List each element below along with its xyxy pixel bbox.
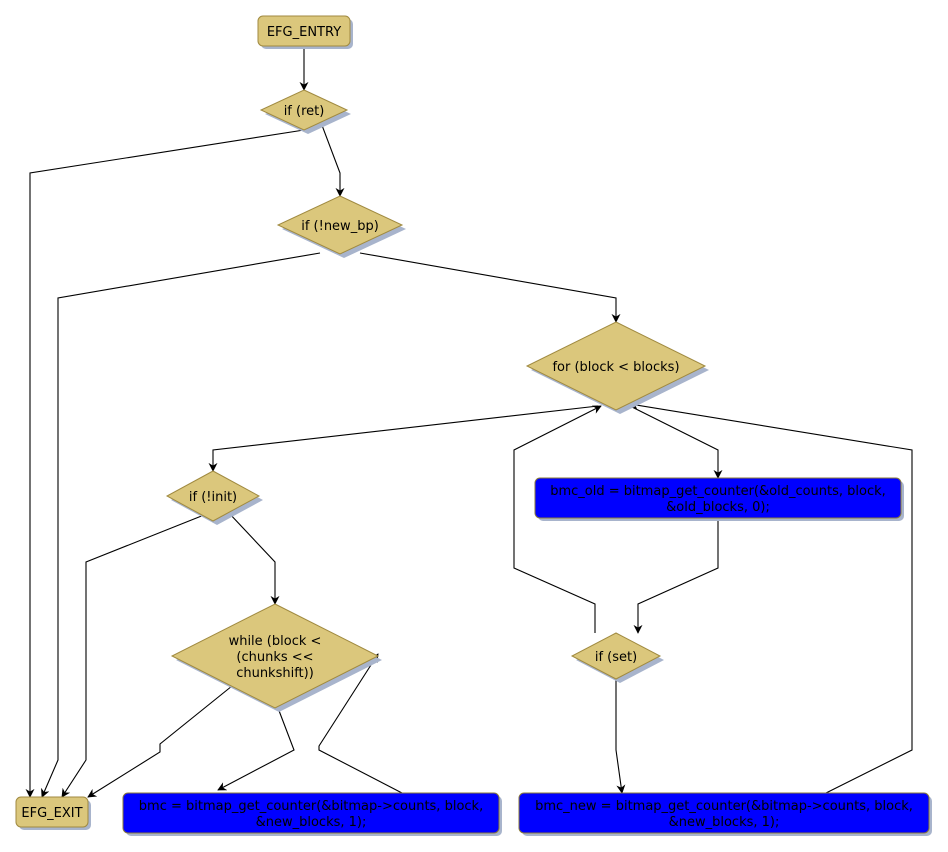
edge-bmc-to-while-block bbox=[318, 653, 403, 794]
node-label: for (block < blocks) bbox=[552, 360, 679, 375]
edge-if-init-to-while-block bbox=[227, 511, 280, 605]
node-label: bmc = bitmap_get_counter(&bitmap->counts… bbox=[139, 799, 483, 814]
node-label: if (set) bbox=[595, 650, 637, 665]
edge-if-set-to-for-block bbox=[513, 405, 602, 633]
node-bmc-old[interactable]: bmc_old = bitmap_get_counter(&old_counts… bbox=[534, 477, 904, 521]
decision-diamond bbox=[570, 632, 662, 680]
decision-diamond bbox=[276, 195, 404, 255]
edge-if-ret-to-exit bbox=[25, 129, 305, 798]
node-exit[interactable]: EFG_EXIT bbox=[15, 796, 91, 830]
edge-bmc-new-to-for-block bbox=[629, 400, 913, 794]
decision-diamond bbox=[170, 603, 380, 709]
edge-for-block-to-bmc-old bbox=[629, 405, 723, 479]
node-if-set[interactable]: if (set) bbox=[570, 632, 664, 683]
node-label: if (ret) bbox=[284, 104, 325, 119]
node-label: &new_blocks, 1); bbox=[256, 815, 367, 830]
edge-if-ret-to-if-new-bp bbox=[319, 119, 345, 197]
statement-box bbox=[122, 792, 500, 834]
edge-if-new-bp-to-exit bbox=[41, 252, 321, 798]
node-label: &old_blocks, 0); bbox=[666, 500, 770, 515]
node-for-block[interactable]: for (block < blocks) bbox=[525, 321, 709, 414]
node-label: EFG_ENTRY bbox=[267, 25, 341, 40]
edge-if-init-to-exit bbox=[61, 514, 205, 798]
node-label: bmc_new = bitmap_get_counter(&bitmap->co… bbox=[535, 799, 913, 814]
edge-bmc-old-to-if-set bbox=[633, 518, 719, 634]
statement-box bbox=[518, 792, 930, 834]
node-label: if (!init) bbox=[189, 490, 237, 505]
node-bmc-new[interactable]: bmc_new = bitmap_get_counter(&bitmap->co… bbox=[518, 792, 932, 836]
node-label: EFG_EXIT bbox=[21, 806, 82, 821]
edges-layer bbox=[25, 46, 913, 798]
node-if-new-bp[interactable]: if (!new_bp) bbox=[276, 195, 406, 258]
terminal-box bbox=[257, 15, 351, 47]
node-label: bmc_old = bitmap_get_counter(&old_counts… bbox=[550, 484, 886, 499]
node-label: (chunks << bbox=[236, 650, 313, 665]
decision-diamond bbox=[259, 89, 349, 131]
node-entry[interactable]: EFG_ENTRY bbox=[257, 15, 353, 49]
node-label: if (!new_bp) bbox=[301, 219, 379, 234]
edge-while-block-to-exit bbox=[87, 685, 233, 798]
node-label: chunkshift)) bbox=[236, 666, 314, 681]
edge-if-new-bp-to-for-block bbox=[359, 252, 621, 323]
edge-while-block-to-bmc bbox=[217, 707, 295, 791]
node-label: &new_blocks, 1); bbox=[669, 815, 780, 830]
edge-if-set-to-bmc-new bbox=[615, 679, 626, 794]
node-if-init[interactable]: if (!init) bbox=[165, 470, 263, 525]
edge-for-block-to-if-init bbox=[208, 405, 599, 472]
decision-diamond bbox=[165, 470, 261, 522]
node-bmc[interactable]: bmc = bitmap_get_counter(&bitmap->counts… bbox=[122, 792, 502, 836]
statement-box bbox=[534, 477, 902, 519]
node-label: while (block < bbox=[229, 634, 322, 649]
terminal-box bbox=[15, 796, 89, 828]
node-while-block[interactable]: while (block <(chunks <<chunkshift)) bbox=[170, 603, 382, 712]
node-if-ret[interactable]: if (ret) bbox=[259, 89, 351, 134]
decision-diamond bbox=[525, 321, 707, 411]
